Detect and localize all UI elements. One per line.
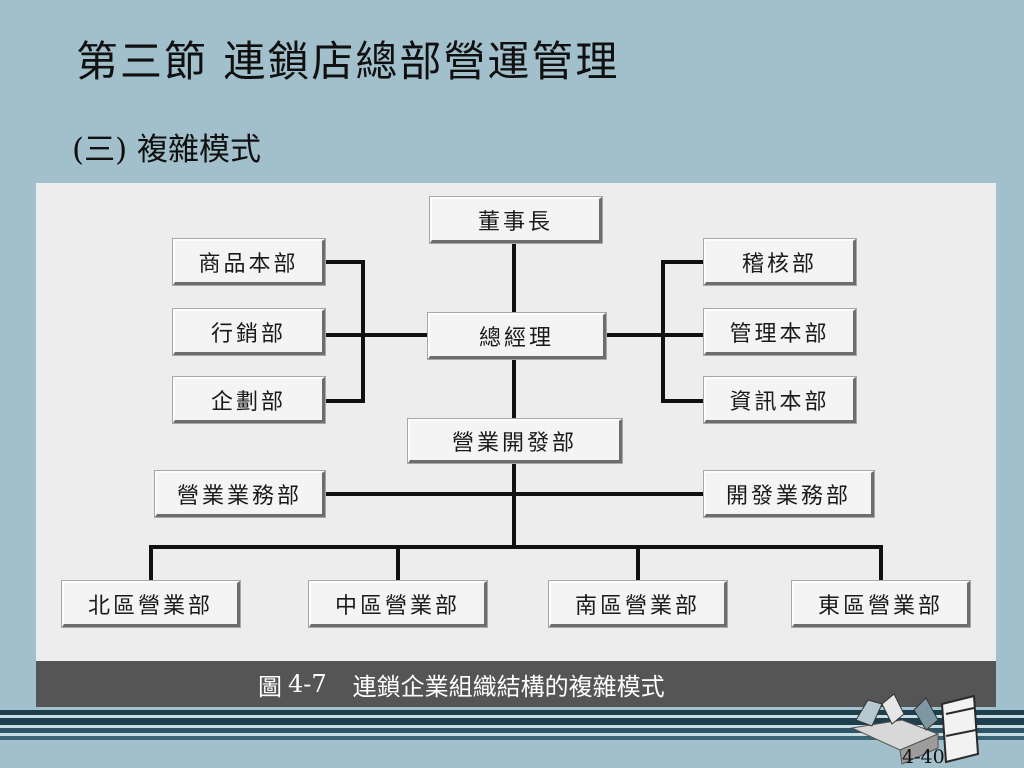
org-chart-figure: 董事長 商品本部 行銷部 企劃部 總經理 稽核部 管理本部 資訊本部 營業開發部… <box>36 183 996 707</box>
caption-text: 連鎖企業組織結構的複雜模式 <box>352 672 665 701</box>
box-audit-dept: 稽核部 <box>703 238 857 286</box>
caption-number: 4-7 <box>288 670 327 698</box>
box-north-region: 北區營業部 <box>61 580 241 628</box>
box-business-development: 營業開發部 <box>407 418 623 464</box>
page-number: 4-40 <box>902 746 945 768</box>
box-central-region: 中區營業部 <box>308 580 488 628</box>
box-admin-division: 管理本部 <box>703 308 857 356</box>
box-east-region: 東區營業部 <box>791 580 971 628</box>
box-marketing-dept: 行銷部 <box>172 308 326 356</box>
box-planning-dept: 企劃部 <box>172 376 326 424</box>
box-south-region: 南區營業部 <box>548 580 728 628</box>
figure-caption-bar: 圖 4-7 連鎖企業組織結構的複雜模式 <box>36 661 996 707</box>
box-general-manager: 總經理 <box>427 312 607 360</box>
box-merchandise-division: 商品本部 <box>172 238 326 286</box>
slide-subtitle: (三) 複雜模式 <box>72 132 262 168</box>
slide-title: 第三節 連鎖店總部營運管理 <box>76 37 620 86</box>
box-chairman: 董事長 <box>429 196 603 244</box>
box-development-business: 開發業務部 <box>703 470 875 518</box>
decorative-books-icon <box>850 693 980 765</box>
footer-stripes <box>0 710 1024 768</box>
box-it-division: 資訊本部 <box>703 376 857 424</box>
connector-lines <box>149 241 883 583</box>
box-operations-business: 營業業務部 <box>154 470 326 518</box>
figure-caption: 圖 4-7 連鎖企業組織結構的複雜模式 <box>258 667 665 701</box>
caption-label: 圖 <box>258 672 282 701</box>
